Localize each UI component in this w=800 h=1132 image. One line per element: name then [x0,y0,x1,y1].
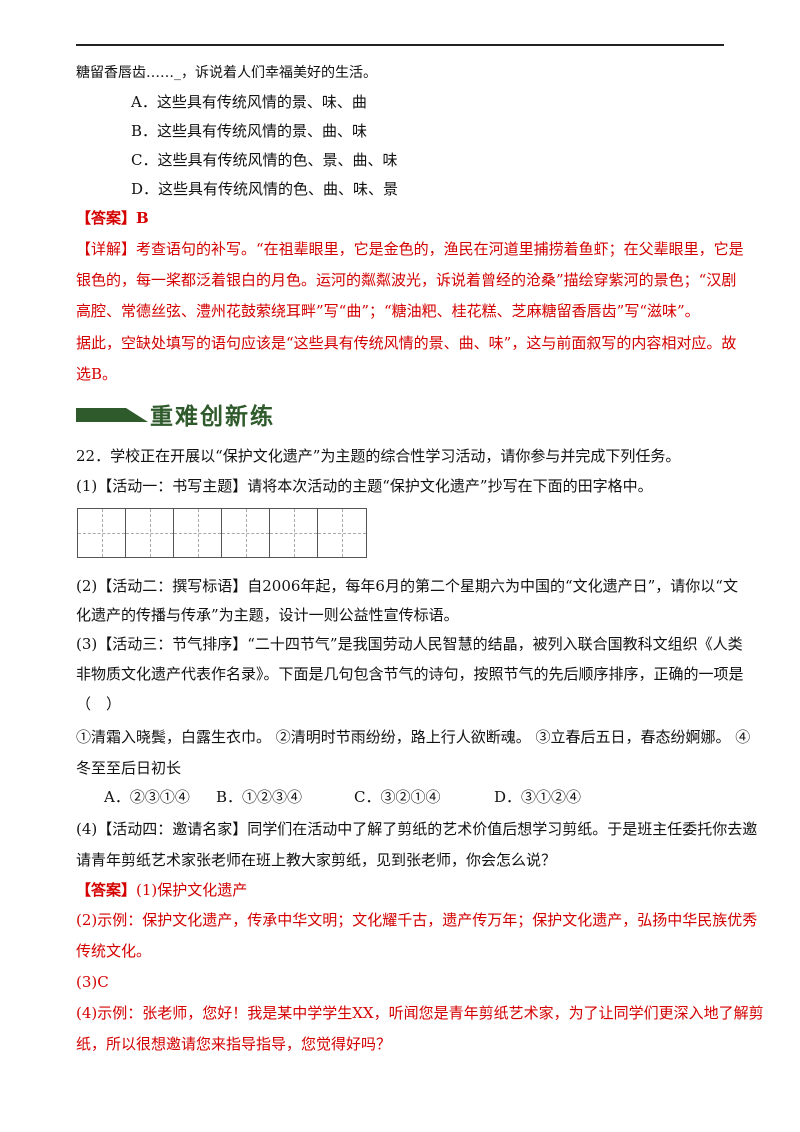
top-rule [76,44,724,46]
choice-c: C．③②①④ [354,788,441,806]
grid-cell [126,509,174,557]
answer-line: 传统文化。 [76,942,152,960]
choice-a: A．②③①④ [104,788,190,806]
grid-cell [78,509,126,557]
task-4-line: (4)【活动四：邀请名家】同学们在活动中了解了剪纸的艺术价值后想学习剪纸。于是班… [76,820,758,838]
prev-answer: 【答案】B [76,208,736,228]
option-b: B．这些具有传统风情的景、曲、味 [131,122,368,140]
answer-line: (2)示例：保护文化遗产，传承中华文明；文化耀千古，遗产传万年；保护文化遗产，弘… [76,911,758,929]
option-c: C．这些具有传统风情的色、景、曲、味 [131,151,398,169]
task-2-line: (2)【活动二：撰写标语】自2006年起，每年6月的第二个星期六为中国的“文化遗… [76,577,738,595]
choice-d: D．③①②④ [494,788,582,806]
task-3-line: (3)【活动三：节气排序】“二十四节气”是我国劳动人民智慧的结晶，被列入联合国教… [76,635,743,653]
detail-line: 选B。 [76,365,118,383]
task-2-line: 化遗产的传播与传承”为主题，设计一则公益性宣传标语。 [76,606,459,624]
grid-cell [222,509,270,557]
task-3-line: 非物质文化遗产代表作名录》。下面是几句包含节气的诗句，按照节气的先后顺序排序，正… [76,665,744,683]
tianzige-grid [77,508,367,558]
detail-line: 【详解】考查语句的补写。“在祖辈眼里，它是金色的，渔民在河道里捕捞着鱼虾；在父辈… [76,240,744,258]
task-3-line: （ ） [76,695,122,713]
task-3-line: 冬至至后日初长 [76,759,182,777]
section-title: 重难创新练 [150,404,275,430]
answer-label: 【答案】 [76,209,137,227]
answer-line: (3)C [76,973,109,991]
answer-label: 【答案】 [76,881,137,899]
q22-answer: 【答案】(1)保护文化遗产 [76,880,736,900]
grid-cell [318,509,366,557]
choice-b: B．①②③④ [216,788,303,806]
task-1: (1)【活动一：书写主题】请将本次活动的主题“保护文化遗产”抄写在下面的田字格中… [76,477,653,495]
banner-arrow [126,408,148,422]
detail-line: 高腔、常德丝弦、澧州花鼓萦绕耳畔”写“曲”；“糖油粑、桂花糕、芝麻糖留香唇齿”写… [76,302,700,320]
option-d: D．这些具有传统风情的色、曲、味、景 [131,180,399,198]
answer-line: (1)保护文化遗产 [136,881,248,899]
question-stem: 22．学校正在开展以“保护文化遗产”为主题的综合性学习活动，请你参与并完成下列任… [76,447,681,465]
option-a: A．这些具有传统风情的景、味、曲 [131,93,367,111]
banner-bar [76,408,126,422]
task-3-line: ①清霜入晓鬓，白露生衣巾。 ②清明时节雨纷纷，路上行人欲断魂。 ③立春后五日，春… [76,728,751,746]
grid-cell [270,509,318,557]
answer-line: 纸，所以很想邀请您来指导指导，您觉得好吗？ [76,1035,392,1053]
grid-cell [174,509,222,557]
detail-line: 据此，空缺处填写的语句应该是“这些具有传统风情的景、曲、味”，这与前面叙写的内容… [76,334,737,352]
answer-line: (4)示例：张老师，您好！我是某中学学生XX，听闻您是青年剪纸艺术家，为了让同学… [76,1004,764,1022]
detail-line: 银色的，每一桨都泛着银白的月色。运河的粼粼波光，诉说着曾经的沧桑”描绘穿紫河的景… [76,271,737,289]
answer-value: B [136,209,149,227]
task-4-line: 请青年剪纸艺术家张老师在班上教大家剪纸，见到张老师，你会怎么说？ [76,851,557,869]
section-banner: 重难创新练 [76,397,336,430]
prev-question-tail: 糖留香唇齿……_，诉说着人们幸福美好的生活。 [76,65,377,81]
